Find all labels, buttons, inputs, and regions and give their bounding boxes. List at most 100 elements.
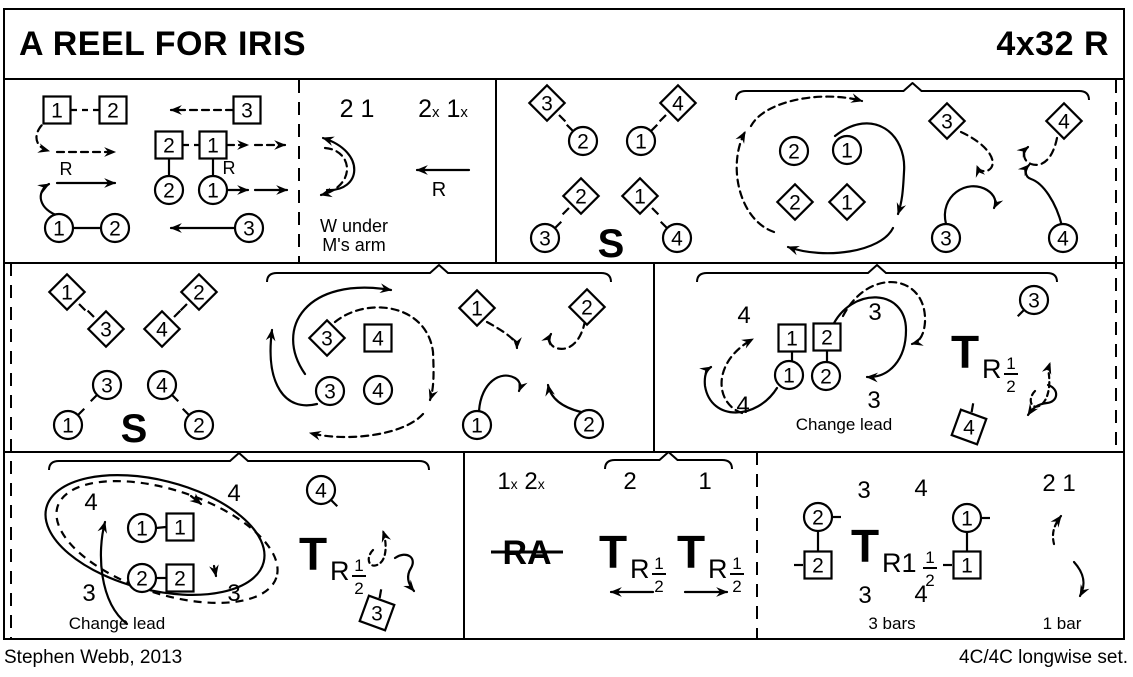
dancer-shape bbox=[146, 369, 178, 401]
diagram-label: R bbox=[223, 158, 236, 178]
set-info: 4C/4C longwise set. bbox=[959, 647, 1128, 668]
dancer-number: 1 bbox=[961, 508, 973, 531]
dancer-shape bbox=[625, 125, 657, 157]
dancer-shape bbox=[773, 359, 805, 391]
dancer-number: 1 bbox=[471, 415, 483, 438]
dancer-shape bbox=[153, 174, 185, 206]
dancer-shape bbox=[1044, 101, 1084, 141]
facing-tick bbox=[658, 114, 667, 123]
dancer-number: 2 bbox=[193, 415, 205, 438]
diagram-label: S bbox=[121, 407, 148, 451]
turn-letter: T bbox=[851, 520, 879, 572]
dancer-number: 1 bbox=[174, 517, 186, 540]
dancer-shape bbox=[930, 222, 962, 254]
circle-dancer-1: 1 bbox=[625, 123, 659, 157]
circle-dancer-1: 1 bbox=[197, 174, 229, 206]
movement-arrow bbox=[477, 374, 528, 413]
diagram-label: 4 bbox=[736, 392, 749, 419]
circle-dancer-2: 2 bbox=[181, 407, 215, 441]
dancer-shape bbox=[165, 563, 195, 593]
dancer-shape bbox=[457, 288, 497, 328]
dancer-shape bbox=[43, 212, 75, 244]
dancer-number: 2 bbox=[575, 186, 587, 209]
dancer-number: 2 bbox=[136, 568, 148, 591]
circle-dancer-2: 2 bbox=[153, 174, 185, 206]
facing-tick bbox=[554, 220, 563, 229]
facing-tick bbox=[659, 220, 668, 229]
movement-arrow bbox=[1029, 361, 1052, 408]
square-dancer-2: 2 bbox=[794, 550, 833, 580]
dancer-number: 1 bbox=[207, 180, 219, 203]
movement-arrow bbox=[541, 319, 587, 350]
diagram-label: 2 1 bbox=[340, 95, 375, 123]
dancer-number: 3 bbox=[371, 603, 383, 626]
dancer-shape bbox=[461, 409, 493, 441]
diagram-label: W under bbox=[320, 216, 388, 236]
turn-subscript: R bbox=[630, 554, 650, 584]
circle-dancer-3: 3 bbox=[89, 369, 123, 403]
circle-dancer-2: 2 bbox=[565, 123, 599, 157]
movement-arrow bbox=[1072, 560, 1090, 598]
dancer-shape bbox=[314, 375, 346, 407]
diagram-label: 2 1 bbox=[1042, 470, 1075, 497]
dancer-number: 3 bbox=[101, 375, 113, 398]
facing-tick bbox=[77, 407, 86, 416]
circle-dancer-2: 2 bbox=[126, 562, 158, 594]
dancer-shape bbox=[952, 550, 982, 580]
dancer-shape bbox=[950, 408, 988, 446]
dancer-number: 2 bbox=[583, 414, 595, 437]
dancer-number: 2 bbox=[812, 555, 824, 578]
diagram-label: Change lead bbox=[796, 415, 892, 434]
movement-arrow bbox=[830, 296, 908, 383]
diagram-label: 4 bbox=[227, 480, 240, 507]
diamond-dancer-4: 4 bbox=[658, 83, 698, 123]
dancer-number: 3 bbox=[324, 381, 336, 404]
circle-dancer-4: 4 bbox=[146, 369, 180, 403]
dancer-shape bbox=[927, 101, 967, 141]
connector-line bbox=[155, 525, 167, 530]
diagram-label: 2 bbox=[623, 468, 636, 495]
dancer-number: 1 bbox=[471, 298, 483, 321]
fraction-numerator: 1 bbox=[925, 548, 934, 567]
bars-brace bbox=[266, 264, 612, 283]
diamond-dancer-2: 2 bbox=[567, 287, 607, 327]
dancer-number: 1 bbox=[634, 186, 646, 209]
circle-dancer-1: 1 bbox=[773, 359, 805, 391]
dancer-shape bbox=[527, 83, 567, 123]
circle-dancer-4: 4 bbox=[1047, 222, 1079, 254]
circle-dancer-2: 2 bbox=[573, 408, 605, 440]
movement-arrow bbox=[786, 226, 895, 256]
circle-dancer-1: 1 bbox=[831, 134, 863, 166]
facing-tick bbox=[970, 403, 975, 413]
circle-dancer-1: 1 bbox=[951, 502, 990, 534]
dancer-shape bbox=[561, 176, 601, 216]
circle-dancer-2: 2 bbox=[802, 501, 841, 533]
dancer-shape bbox=[827, 182, 867, 222]
dancer-shape bbox=[179, 272, 219, 312]
diamond-dancer-1: 1 bbox=[827, 182, 867, 222]
turn-subscript: R bbox=[330, 556, 350, 586]
dancer-shape bbox=[197, 174, 229, 206]
bars-brace bbox=[604, 451, 733, 470]
dancer-number: 1 bbox=[841, 140, 853, 163]
dancer-number: 2 bbox=[821, 327, 833, 350]
diagram-label: 3 bbox=[858, 582, 871, 609]
dancer-shape bbox=[154, 130, 184, 160]
facing-tick bbox=[561, 207, 570, 216]
dancer-shape bbox=[778, 135, 810, 167]
turn-letter: T bbox=[677, 526, 705, 578]
dancer-shape bbox=[126, 512, 158, 544]
movement-arrow bbox=[841, 280, 927, 346]
diagram-label: 3 bbox=[857, 477, 870, 504]
dancer-number: 3 bbox=[100, 319, 112, 342]
dancer-number: 1 bbox=[635, 131, 647, 154]
dancer-number: 1 bbox=[783, 365, 795, 388]
circle-dancer-4: 4 bbox=[659, 220, 693, 254]
dancer-number: 2 bbox=[193, 282, 205, 305]
movement-arrow bbox=[393, 553, 416, 593]
square-dancer-1: 1 bbox=[943, 550, 982, 580]
